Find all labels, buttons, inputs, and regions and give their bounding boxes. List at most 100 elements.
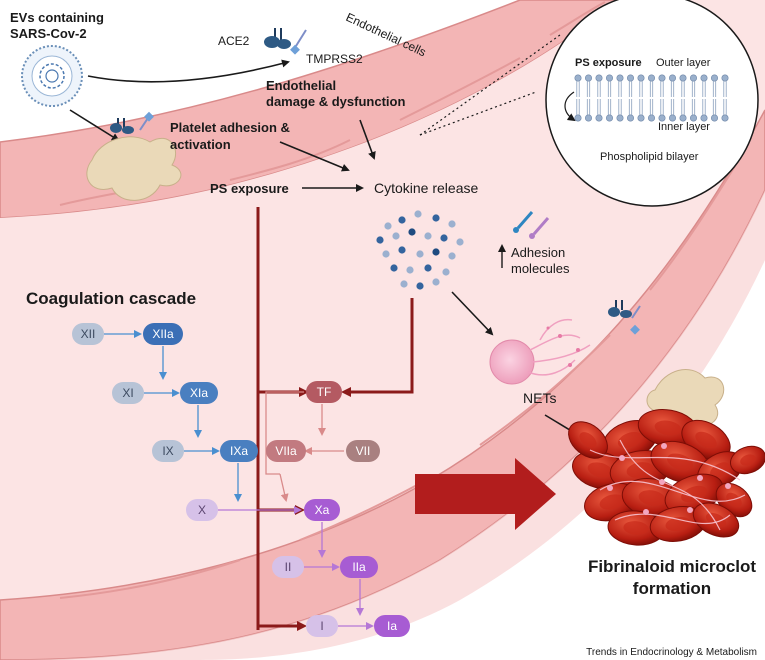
node-xia: XIa [180, 382, 218, 404]
lipid-head-inner [626, 114, 634, 122]
lipid-tail-inner [586, 99, 591, 115]
svg-text:X: X [198, 503, 206, 517]
red-blood-cell-center [654, 420, 682, 436]
lipid-tail-outer [639, 81, 643, 97]
cytokine-particles [376, 210, 464, 290]
lipid-tail-inner [723, 99, 727, 115]
red-blood-cell-center [740, 454, 756, 466]
cytokine-dot [440, 234, 448, 242]
lipid-tail-inner [712, 99, 717, 115]
lipid-tail-inner [597, 99, 601, 115]
cytokine-dot [376, 236, 384, 244]
lipid-head-outer [626, 74, 634, 82]
platelet-label-line1: Platelet adhesion & [170, 120, 290, 135]
lipid-head-inner [616, 114, 624, 122]
cytokine-dot [414, 210, 422, 218]
node-vii: VII [346, 440, 380, 462]
red-blood-cell-center [710, 462, 730, 478]
ace2-receptor-icon-right [608, 300, 641, 335]
platelet-icon [86, 111, 182, 201]
lipid-head-outer [605, 74, 613, 82]
cytokine-dot [398, 246, 406, 254]
lipid-tail-outer [670, 81, 675, 97]
ev-virus-particle [21, 45, 83, 107]
node-iia: IIa [340, 556, 378, 578]
adhesion-label-line2: molecules [511, 261, 570, 276]
cytokine-dot [406, 266, 414, 274]
lipid-head-outer [574, 74, 582, 82]
cytokine-dot [382, 250, 390, 258]
svg-text:XII: XII [81, 327, 96, 341]
inset-outer-layer: Outer layer [656, 57, 711, 69]
nets-icon [489, 318, 591, 385]
svg-text:Xa: Xa [315, 503, 330, 517]
lipid-tail-outer [702, 81, 706, 97]
ace2-label: ACE2 [218, 34, 250, 48]
lipid-tail-outer [649, 81, 654, 97]
svg-text:IIa: IIa [352, 560, 366, 574]
lipid-tail-inner [607, 99, 612, 115]
cytokine-dot [416, 250, 424, 258]
lipid-tail-outer [576, 81, 580, 97]
red-blood-cell-center [623, 521, 649, 535]
lipid-head-outer [689, 74, 697, 82]
fibrin-strand [619, 439, 721, 531]
lipid-tail-outer [607, 81, 612, 97]
lipid-head-inner [574, 114, 582, 122]
lipid-head-outer [668, 74, 676, 82]
lipid-tail-outer [628, 81, 633, 97]
flip-arrow-icon [564, 91, 576, 122]
red-blood-cell-center [626, 462, 654, 478]
fibrin-strand [589, 449, 741, 481]
fibrin-label-line2: formation [633, 579, 711, 598]
svg-text:I: I [320, 619, 323, 633]
node-ia: Ia [374, 615, 410, 637]
lipid-tail-inner [702, 99, 706, 115]
red-blood-cell-center [587, 462, 613, 478]
cytokine-dot [416, 282, 424, 290]
lipid-tail-inner [628, 99, 633, 115]
lipid-head-inner [700, 114, 708, 122]
adhesion-label-line1: Adhesion [511, 245, 565, 260]
lipid-head-outer [721, 74, 729, 82]
lipid-head-inner [595, 114, 603, 122]
platelet-speck [661, 443, 667, 449]
cytokine-dot [392, 232, 400, 240]
endothelial-damage-line2: damage & dysfunction [266, 94, 405, 109]
cytokine-dot [390, 264, 398, 272]
arrow-ev-to-platelet [69, 109, 120, 142]
lipid-tail-outer [691, 81, 696, 97]
lipid-head-inner [658, 114, 666, 122]
evs-label-line1: EVs containing [10, 10, 104, 25]
coag-cascade-title: Coagulation cascade [26, 289, 196, 308]
endothelial-damage-line1: Endothelial [266, 78, 336, 93]
node-ixa: IXa [220, 440, 258, 462]
phospholipid-inset [419, 0, 759, 207]
cytokine-release-label: Cytokine release [374, 180, 478, 196]
cytokine-dot [442, 268, 450, 276]
cytokine-dot [432, 214, 440, 222]
lipid-head-inner [679, 114, 687, 122]
svg-text:VII: VII [356, 444, 371, 458]
lipid-head-inner [647, 114, 655, 122]
fibrin-strand [599, 480, 746, 502]
lipid-head-inner [721, 114, 729, 122]
node-i: I [306, 615, 338, 637]
ace2-receptor-icon [264, 28, 307, 55]
red-blood-cell-center [599, 494, 625, 510]
svg-text:IXa: IXa [230, 444, 248, 458]
nets-label: NETs [523, 390, 556, 406]
cytokine-dot [456, 238, 464, 246]
lipid-head-outer [616, 74, 624, 82]
platelet-speck [659, 479, 665, 485]
lipid-tail-inner [618, 99, 622, 115]
microclot-icon [568, 409, 765, 546]
lipid-head-outer [700, 74, 708, 82]
red-blood-cell-center [617, 431, 643, 449]
evs-label-line2: SARS-Cov-2 [10, 26, 87, 41]
cascade-arrows [104, 330, 374, 630]
inset-inner-layer: Inner layer [658, 121, 710, 133]
node-xii: XII [72, 323, 104, 345]
vessel-outer-band [0, 190, 765, 660]
